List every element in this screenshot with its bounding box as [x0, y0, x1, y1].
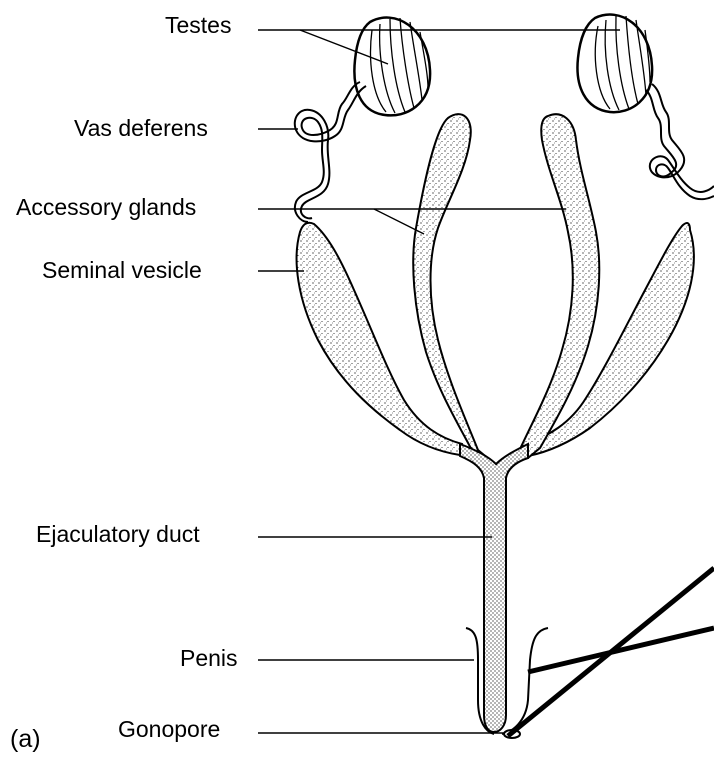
accessory-gland-left: [413, 114, 490, 462]
vas-deferens-left: [295, 82, 366, 222]
label-gonopore: Gonopore: [118, 718, 220, 741]
label-ejaculatory-duct: Ejaculatory duct: [36, 523, 200, 546]
label-testes: Testes: [165, 14, 231, 37]
label-vas-deferens: Vas deferens: [74, 117, 208, 140]
label-penis: Penis: [180, 647, 238, 670]
overlay-lines: [508, 568, 714, 736]
testis-left: [354, 18, 430, 116]
vas-deferens-right: [646, 84, 714, 199]
testis-right: [577, 15, 652, 113]
ejaculatory-duct: [460, 444, 528, 732]
panel-label: (a): [10, 727, 41, 752]
label-accessory-glands: Accessory glands: [16, 196, 196, 219]
label-seminal-vesicle: Seminal vesicle: [42, 259, 202, 282]
